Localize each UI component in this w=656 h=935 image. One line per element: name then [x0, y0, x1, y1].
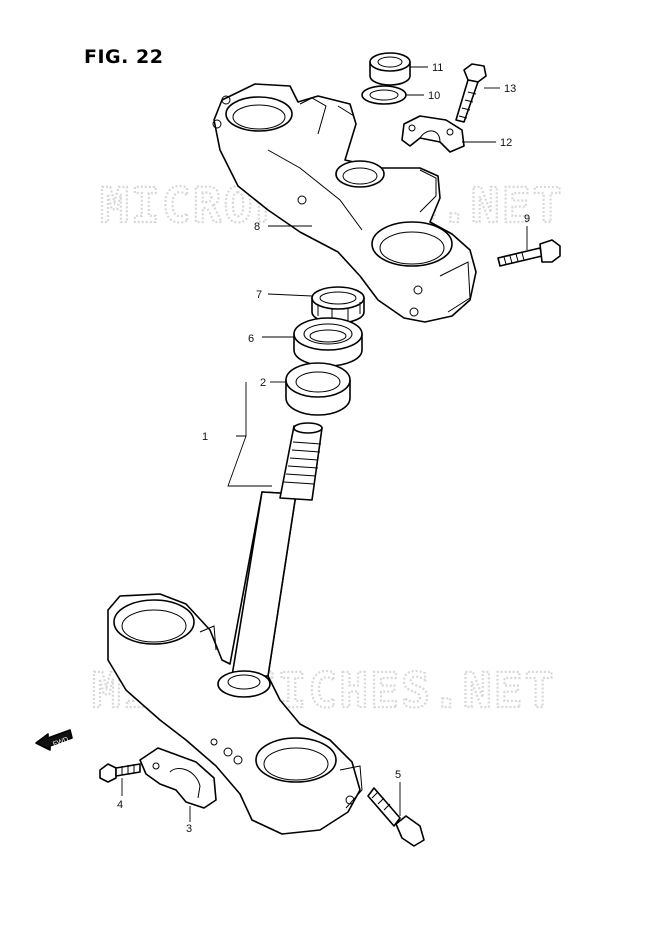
clamp-cap-part-12: [401, 115, 465, 153]
callout-3: 3: [186, 823, 192, 835]
leader-lines: [121, 66, 528, 822]
bolt-part-9: [497, 239, 561, 267]
bearing-part-2: [285, 362, 351, 416]
callout-2: 2: [260, 377, 266, 389]
callouts: 1 2 3 4 5 6 7 8 9 10 11 12 13: [117, 62, 530, 835]
bolt-part-13: [455, 63, 487, 123]
callout-11: 11: [432, 62, 443, 74]
callout-8: 8: [254, 221, 260, 233]
callout-5: 5: [395, 769, 401, 781]
callout-10: 10: [428, 90, 440, 102]
bolt-part-5: [367, 787, 425, 847]
cable-guide-part-3: [139, 747, 217, 809]
steering-stem-part-1: [107, 422, 363, 835]
callout-4: 4: [117, 799, 123, 811]
lock-nut-part-7: [311, 286, 365, 324]
washer-part-10: [361, 85, 407, 105]
callout-6: 6: [248, 333, 254, 345]
callout-7: 7: [256, 289, 262, 301]
upper-bracket-part-8: [212, 83, 477, 323]
figure-title: FIG. 22: [84, 46, 164, 68]
bolt-part-4: [99, 763, 141, 783]
bearing-part-6: [293, 317, 363, 367]
callout-13: 13: [504, 83, 516, 95]
ring-nut-part-11: [369, 52, 411, 86]
callout-1: 1: [202, 431, 208, 443]
callout-9: 9: [524, 213, 530, 225]
forward-direction-arrow: FWD: [35, 729, 73, 751]
callout-12: 12: [500, 137, 512, 149]
